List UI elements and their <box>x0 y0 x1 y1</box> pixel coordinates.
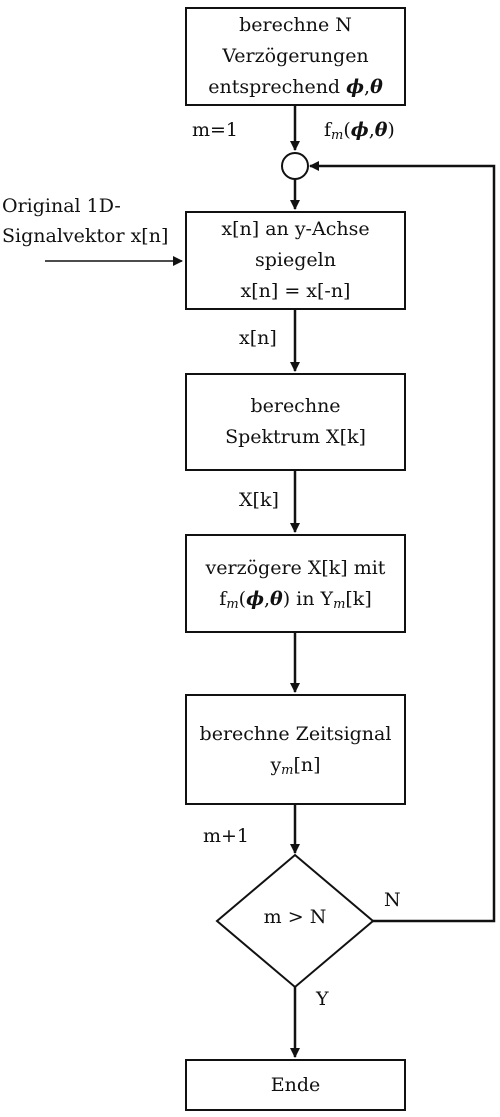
spectrum-line1: berechne <box>250 395 341 417</box>
label-input-line1: Original 1D- <box>2 195 121 217</box>
spectrum-line2: Spektrum X[k] <box>225 426 366 448</box>
m-subscript: m <box>226 596 239 612</box>
label-Xk: X[k] <box>239 489 279 511</box>
compute-delays-box: berechne N Verzögerungen entsprechend ϕ,… <box>185 7 406 106</box>
mirror-line1: x[n] an y-Achse <box>221 218 370 240</box>
y-symbol: y <box>270 753 282 776</box>
compute-delays-line3: entsprechend ϕ,θ <box>208 72 383 103</box>
paren-open: ( <box>343 119 351 141</box>
compute-delays-line3-text: entsprechend <box>208 76 341 98</box>
junction-circle <box>281 152 309 180</box>
label-input-line2: Signalvektor x[n] <box>2 225 169 247</box>
mirror-line2: spiegeln <box>255 249 336 271</box>
paren-close: ) <box>282 587 291 610</box>
end-text: Ende <box>270 1073 321 1096</box>
delay-line2: fm(ϕ,θ) in Ym[k] <box>219 584 371 615</box>
mirror-line3: x[n] = x[-n] <box>240 280 351 302</box>
compute-delays-line1: berechne N <box>239 14 352 36</box>
arrow-loop-back <box>309 161 496 923</box>
phi-symbol: ϕ <box>346 76 365 98</box>
f-symbol: f <box>324 119 332 141</box>
k-index: [k] <box>345 587 372 610</box>
compute-delays-line2: Verzögerungen <box>222 45 369 67</box>
time-signal-line2: ym[n] <box>270 750 320 781</box>
comma: , <box>368 119 375 141</box>
comma: , <box>263 587 270 610</box>
decision-text: m > N <box>263 906 327 928</box>
paren-open: ( <box>238 587 247 610</box>
theta-symbol: θ <box>370 76 383 98</box>
label-m-inc: m+1 <box>203 825 250 847</box>
delay-box: verzögere X[k] mit fm(ϕ,θ) in Ym[k] <box>185 534 406 633</box>
m-subscript: m <box>333 596 346 612</box>
label-f-m: fm(ϕ,θ) <box>324 116 395 144</box>
label-xn: x[n] <box>239 327 277 349</box>
m-subscript: m <box>331 128 344 143</box>
m-subscript: m <box>281 762 294 778</box>
label-m-init: m=1 <box>192 119 239 141</box>
comma: , <box>364 76 371 98</box>
delay-line1: verzögere X[k] mit <box>205 556 386 579</box>
phi-symbol: ϕ <box>246 587 264 610</box>
theta-symbol: θ <box>270 587 283 610</box>
phi-symbol: ϕ <box>350 119 369 141</box>
in-y-text: in Y <box>296 587 334 610</box>
mirror-box: x[n] an y-Achse spiegeln x[n] = x[-n] <box>185 211 406 310</box>
paren-close: ) <box>387 119 395 141</box>
theta-symbol: θ <box>374 119 388 141</box>
spectrum-box: berechne Spektrum X[k] <box>185 373 406 471</box>
end-box: Ende <box>185 1059 406 1111</box>
label-yes: Y <box>316 988 329 1010</box>
label-no: N <box>384 889 401 911</box>
time-signal-box: berechne Zeitsignal ym[n] <box>185 694 406 805</box>
time-signal-line1: berechne Zeitsignal <box>199 722 392 745</box>
f-symbol: f <box>219 587 227 610</box>
n-index: [n] <box>293 753 321 776</box>
